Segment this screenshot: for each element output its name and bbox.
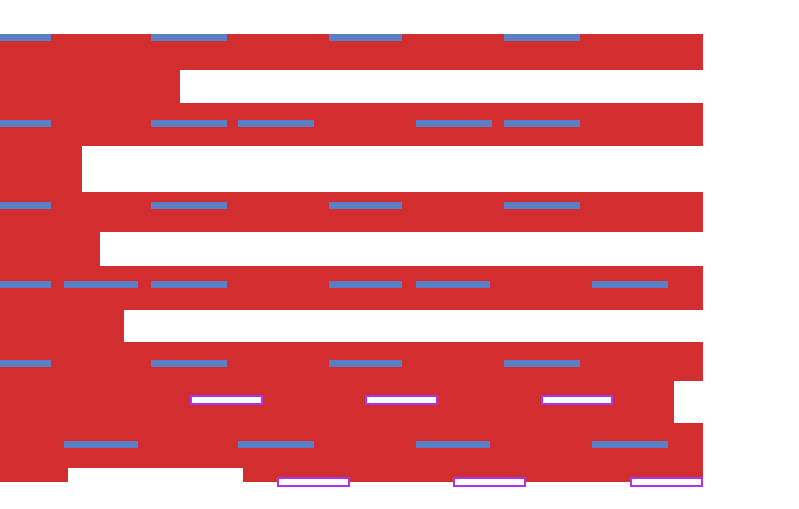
token-underline-marker[interactable] (329, 202, 402, 209)
token-underline-marker[interactable] (416, 441, 490, 448)
redacted-text-block (0, 103, 703, 146)
token-underline-marker[interactable] (64, 441, 138, 448)
redacted-text-block (0, 146, 82, 192)
redacted-text-block (0, 310, 124, 342)
token-underline-marker[interactable] (416, 281, 490, 288)
token-underline-marker[interactable] (504, 202, 580, 209)
token-underline-marker[interactable] (151, 281, 227, 288)
token-underline-marker[interactable] (0, 120, 51, 127)
token-underline-marker[interactable] (238, 120, 314, 127)
redacted-text-block (243, 468, 703, 482)
token-underline-marker[interactable] (238, 441, 314, 448)
highlighted-entity-box[interactable] (277, 477, 350, 487)
token-underline-marker[interactable] (504, 120, 580, 127)
redacted-text-block (0, 192, 703, 232)
token-underline-marker[interactable] (504, 34, 580, 41)
token-underline-marker[interactable] (416, 120, 492, 127)
highlighted-entity-box[interactable] (453, 477, 526, 487)
token-underline-marker[interactable] (151, 360, 227, 367)
redacted-text-block (0, 70, 180, 103)
page-background-cutout (68, 468, 243, 482)
token-underline-marker[interactable] (0, 281, 51, 288)
token-underline-marker[interactable] (0, 360, 51, 367)
token-underline-marker[interactable] (329, 360, 402, 367)
highlighted-entity-box[interactable] (365, 395, 438, 405)
token-underline-marker[interactable] (151, 202, 227, 209)
redacted-text-block (0, 232, 100, 266)
redacted-text-block (0, 468, 68, 482)
token-underline-marker[interactable] (151, 120, 227, 127)
token-underline-marker[interactable] (0, 202, 51, 209)
token-underline-marker[interactable] (0, 34, 51, 41)
redacted-text-block (0, 266, 703, 310)
token-underline-marker[interactable] (329, 34, 402, 41)
highlighted-entity-box[interactable] (630, 477, 703, 487)
token-underline-marker[interactable] (64, 281, 138, 288)
token-underline-marker[interactable] (151, 34, 227, 41)
token-underline-marker[interactable] (592, 441, 668, 448)
token-underline-marker[interactable] (504, 360, 580, 367)
token-underline-marker[interactable] (592, 281, 668, 288)
page-background-cutout (674, 381, 703, 423)
highlighted-entity-box[interactable] (190, 395, 263, 405)
highlighted-entity-box[interactable] (541, 395, 613, 405)
token-underline-marker[interactable] (329, 281, 402, 288)
